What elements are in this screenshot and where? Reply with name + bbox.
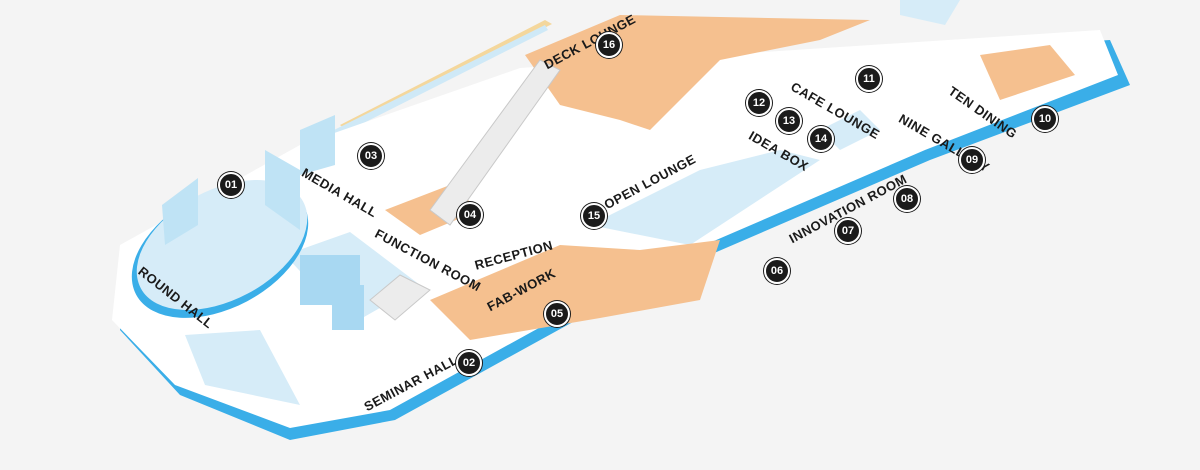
fab-work-floor xyxy=(430,240,720,340)
marker-02[interactable]: 02 xyxy=(456,350,482,376)
zone-14 xyxy=(820,110,880,150)
marker-16[interactable]: 16 xyxy=(596,32,622,58)
marker-10[interactable]: 10 xyxy=(1032,106,1058,132)
marker-14[interactable]: 14 xyxy=(808,126,834,152)
top-wall-blue xyxy=(330,25,548,138)
zone-open-lounge xyxy=(590,150,820,245)
marker-05[interactable]: 05 xyxy=(544,301,570,327)
marker-12[interactable]: 12 xyxy=(746,90,772,116)
zone-bottom-left xyxy=(185,330,300,405)
marker-13[interactable]: 13 xyxy=(776,108,802,134)
ten-dining-floor xyxy=(980,45,1075,100)
stairs-lower xyxy=(369,274,431,321)
marker-01[interactable]: 01 xyxy=(218,172,244,198)
marker-11[interactable]: 11 xyxy=(856,66,882,92)
round-hall-wall-left xyxy=(162,178,198,245)
marker-06[interactable]: 06 xyxy=(764,258,790,284)
round-hall-wall-right xyxy=(265,150,300,230)
media-hall-wall xyxy=(300,115,335,175)
marker-09[interactable]: 09 xyxy=(959,147,985,173)
stairs-upper xyxy=(429,59,561,226)
marker-08[interactable]: 08 xyxy=(894,186,920,212)
zone-top-right xyxy=(900,0,960,25)
marker-15[interactable]: 15 xyxy=(581,203,607,229)
partition-box-small xyxy=(332,285,364,330)
marker-04[interactable]: 04 xyxy=(457,202,483,228)
marker-03[interactable]: 03 xyxy=(358,143,384,169)
marker-07[interactable]: 07 xyxy=(835,218,861,244)
